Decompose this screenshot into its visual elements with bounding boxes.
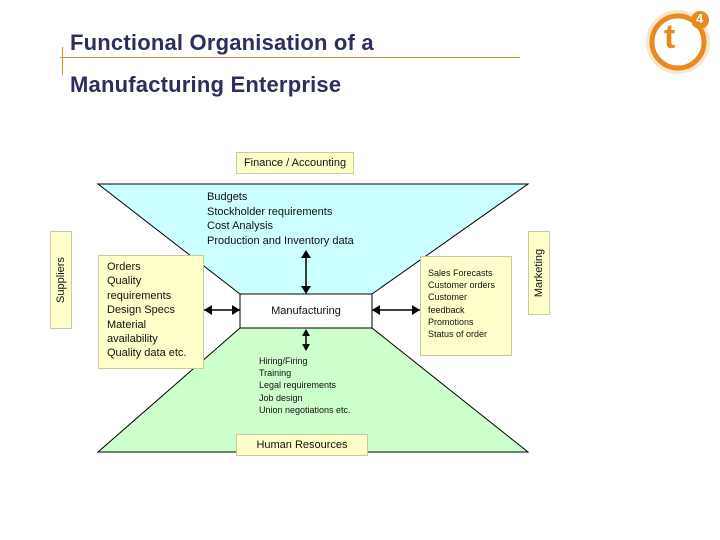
slide-title-line-1: Functional Organisation of a: [70, 30, 374, 55]
marketing-items: Sales Forecasts Customer orders Customer…: [420, 256, 512, 356]
hr-items: Hiring/Firing Training Legal requirement…: [259, 356, 351, 415]
finance-items: Budgets Stockholder requirements Cost An…: [207, 191, 354, 247]
title-top-rule: [60, 57, 520, 58]
title-vertical-rule: [62, 47, 63, 75]
human-resources-label: Human Resources: [236, 434, 368, 456]
suppliers-label: Suppliers: [55, 257, 67, 303]
manufacturing-box: [239, 293, 373, 329]
slide-title-line-2: Manufacturing Enterprise: [70, 72, 342, 97]
suppliers-items: Orders Quality requirements Design Specs…: [98, 255, 204, 369]
suppliers-label-box: [50, 231, 72, 329]
marketing-label: Marketing: [533, 248, 545, 298]
manufacturing-label: Manufacturing: [271, 305, 341, 317]
logo-letter: t: [664, 18, 676, 56]
finance-accounting-label: Finance / Accounting: [236, 152, 354, 174]
marketing-label-box: [528, 231, 550, 315]
logo-superscript: 4: [696, 11, 704, 26]
t4-logo: t 4: [640, 2, 720, 82]
